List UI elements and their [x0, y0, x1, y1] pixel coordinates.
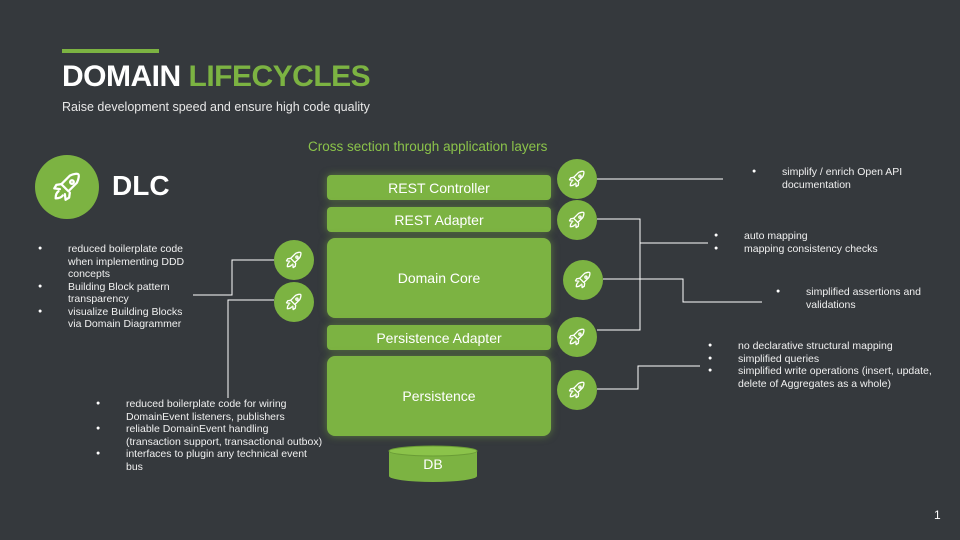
- rocket-icon: [568, 328, 585, 346]
- annotation-rest-adapter: auto mapping mapping consistency checks: [714, 230, 944, 255]
- page-number: 1: [934, 508, 941, 522]
- dlc-label: DLC: [112, 170, 170, 201]
- badge-domain-core-left: [274, 240, 314, 280]
- connector-left-core: [193, 259, 274, 296]
- rocket-icon: [285, 293, 302, 311]
- list-item: visualize Building Blocks via Domain Dia…: [38, 306, 188, 331]
- rocket-icon: [568, 170, 585, 188]
- rocket-icon: [568, 381, 585, 399]
- layer-rest-controller: REST Controller: [327, 175, 551, 200]
- list-item: simplified write operations (insert, upd…: [708, 365, 953, 390]
- title-main: DOMAIN: [62, 60, 181, 93]
- badge-persistence: [557, 370, 597, 410]
- list-item: simplified queries: [708, 353, 953, 366]
- annotation-rest-controller: simplify / enrich Open API documentation: [752, 166, 952, 191]
- list-item: auto mapping: [714, 230, 944, 243]
- dlc-logo-badge: [35, 155, 99, 219]
- badge-rest-controller: [557, 159, 597, 199]
- list-item: mapping consistency checks: [714, 243, 944, 256]
- list-item: simplify / enrich Open API documentation: [752, 166, 952, 191]
- layer-persistence: Persistence: [327, 356, 551, 436]
- list-item: interfaces to plugin any technical event…: [96, 448, 326, 473]
- annotation-domain-core: simplified assertions and validations: [776, 286, 956, 311]
- layer-domain-core: Domain Core: [327, 238, 551, 318]
- annotation-left: reduced boilerplate code when implementi…: [38, 243, 188, 331]
- layer-rest-adapter: REST Adapter: [327, 207, 551, 232]
- connector-bottom: [227, 299, 274, 398]
- list-item: reduced boilerplate code for wiring Doma…: [96, 398, 326, 423]
- page-title: DOMAIN LIFECYCLES: [62, 60, 371, 94]
- page-subtitle: Raise development speed and ensure high …: [62, 100, 370, 114]
- rocket-icon: [574, 271, 591, 289]
- connector-persistence: [597, 365, 700, 390]
- badge-rest-adapter: [557, 200, 597, 240]
- title-highlight: LIFECYCLES: [188, 60, 371, 93]
- database-icon: [388, 445, 478, 482]
- badge-domain-core-right: [563, 260, 603, 300]
- badge-domain-events-left: [274, 282, 314, 322]
- rocket-icon: [568, 211, 585, 229]
- list-item: reduced boilerplate code when implementi…: [38, 243, 188, 281]
- list-item: reliable DomainEvent handling (transacti…: [96, 423, 326, 448]
- database-label: DB: [423, 456, 443, 472]
- list-item: Building Block pattern transparency: [38, 281, 188, 306]
- rocket-icon: [53, 172, 80, 201]
- badge-persistence-adapter: [557, 317, 597, 357]
- connector-persistence-adapter: [597, 243, 641, 331]
- annotation-persistence: no declarative structural mapping simpli…: [708, 340, 953, 390]
- list-item: no declarative structural mapping: [708, 340, 953, 353]
- rocket-icon: [285, 251, 302, 269]
- diagram-section-title: Cross section through application layers: [308, 139, 548, 154]
- annotation-domain-events: reduced boilerplate code for wiring Doma…: [96, 398, 326, 473]
- connector-domain-core: [603, 278, 762, 303]
- layer-persistence-adapter: Persistence Adapter: [327, 325, 551, 350]
- list-item: simplified assertions and validations: [776, 286, 956, 311]
- title-accent-bar: [62, 49, 159, 53]
- connector-rest-adapter: [597, 218, 708, 244]
- database-cylinder: DB: [388, 445, 478, 483]
